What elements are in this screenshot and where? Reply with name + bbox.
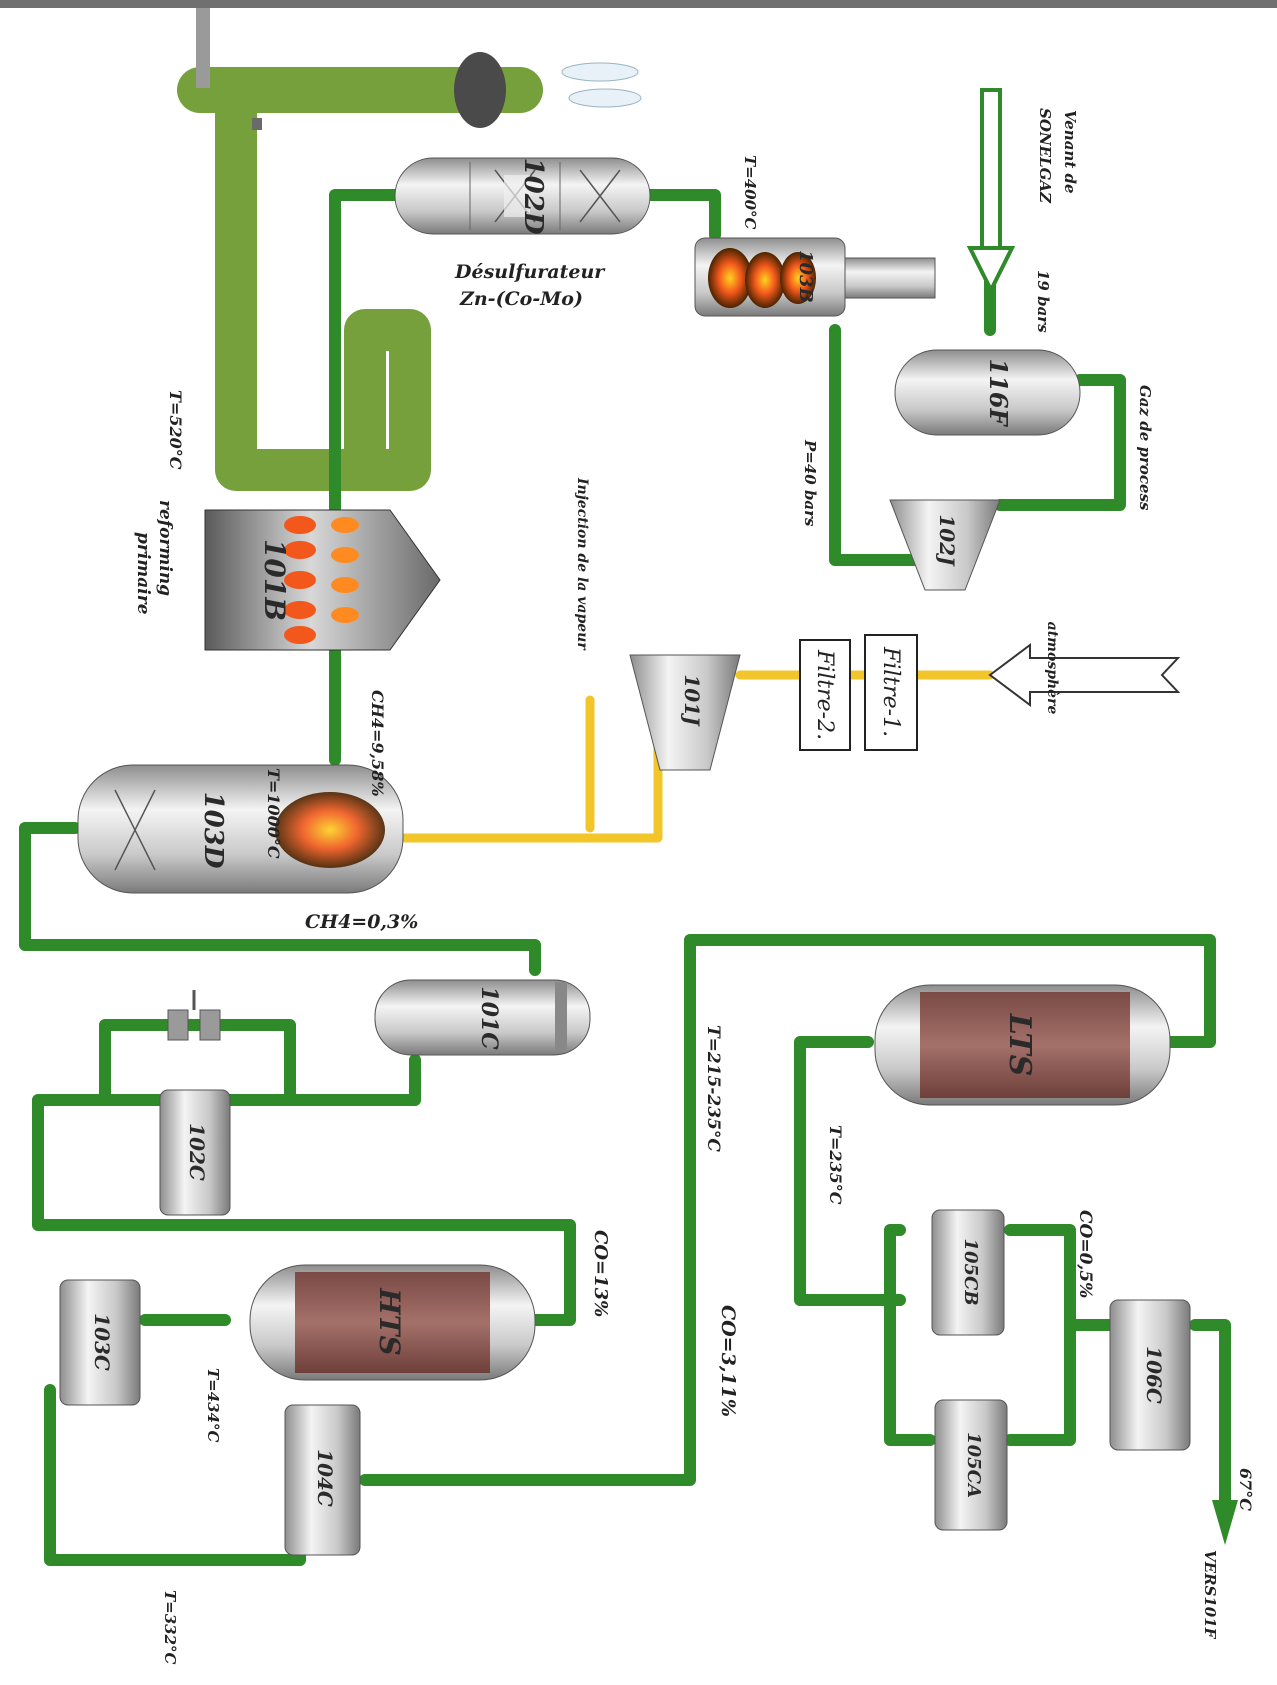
label-t-67: 67°C — [1236, 1468, 1255, 1511]
label-process-gas: Gaz de process — [1136, 385, 1154, 511]
label-105cb: 105CB — [960, 1238, 981, 1305]
label-t-520: T=520°C — [166, 390, 185, 470]
label-t-215: T=215-235°C — [703, 1025, 723, 1152]
label-101j: 101J — [680, 674, 704, 727]
label-t-1000: T=1000°C — [264, 768, 283, 859]
top-frame-bar — [0, 0, 1277, 8]
label-103b: 103B — [795, 250, 816, 303]
label-102j: 102J — [935, 514, 959, 567]
label-lts: LTS — [1002, 1013, 1037, 1077]
label-103d: 103D — [198, 792, 228, 869]
label-filtre-2: Filtre-2. — [812, 649, 837, 740]
flue-duct — [236, 90, 410, 470]
label-hts: HTS — [373, 1287, 406, 1356]
label-ch4-secondary: CH4=0,3% — [305, 911, 418, 933]
label-116f: 116F — [984, 358, 1013, 427]
label-104c: 104C — [313, 1449, 337, 1507]
label-101c: 101C — [476, 986, 502, 1050]
outlet-arrow — [1212, 1500, 1238, 1545]
label-t-400: T=400°C — [741, 155, 759, 230]
label-steam-injection: Injection de la vapeur — [574, 477, 590, 651]
label-pressure-19: 19 bars — [1034, 270, 1052, 333]
pipe-103c-104c — [50, 1390, 300, 1560]
label-gas-source-1: Venant de — [1061, 110, 1079, 194]
label-102d: 102D — [518, 158, 548, 235]
label-101b: 101B — [258, 539, 291, 621]
label-t-434: T=434°C — [204, 1368, 222, 1443]
label-desulf-catalyst: Zn-(Co-Mo) — [459, 288, 583, 310]
pipe-103b-102d — [650, 195, 715, 235]
label-t-235: T=235°C — [826, 1125, 845, 1205]
bypass-valve — [168, 990, 220, 1040]
label-desulf-title: Désulfurateur — [454, 261, 606, 283]
pipe-101j-103d — [405, 745, 658, 838]
air-inlet-arrow — [990, 645, 1178, 705]
gas-inlet-arrow — [970, 90, 1012, 290]
label-reforming-1: reforming — [155, 500, 175, 596]
reformer-103d — [78, 765, 403, 893]
label-103c: 103C — [90, 1313, 114, 1371]
label-co-311: CO=3,11% — [717, 1305, 739, 1417]
reformer-101b — [205, 510, 440, 650]
label-destination: VERS101F — [1201, 1550, 1219, 1640]
label-p-40: P=40 bars — [801, 439, 819, 527]
label-reforming-2: primaire — [133, 532, 153, 615]
pipe-106c-out — [1195, 1325, 1225, 1500]
label-filtre-1: Filtre-1. — [878, 646, 903, 737]
label-co-05: CO=0,5% — [1075, 1210, 1095, 1298]
label-t-332: T=332°C — [161, 1590, 179, 1665]
label-gas-source-2: SONELGAZ — [1036, 108, 1054, 204]
label-105ca: 105CA — [963, 1432, 984, 1498]
stack-post — [196, 8, 210, 88]
label-ch4-primary: CH4=9,58% — [368, 690, 387, 797]
label-atmosphere: atmosphère — [1044, 622, 1060, 715]
label-102c: 102C — [185, 1123, 209, 1181]
label-co-13: CO=13% — [590, 1230, 611, 1317]
pipe-bypass — [105, 1025, 290, 1100]
label-106c: 106C — [1142, 1346, 1166, 1404]
